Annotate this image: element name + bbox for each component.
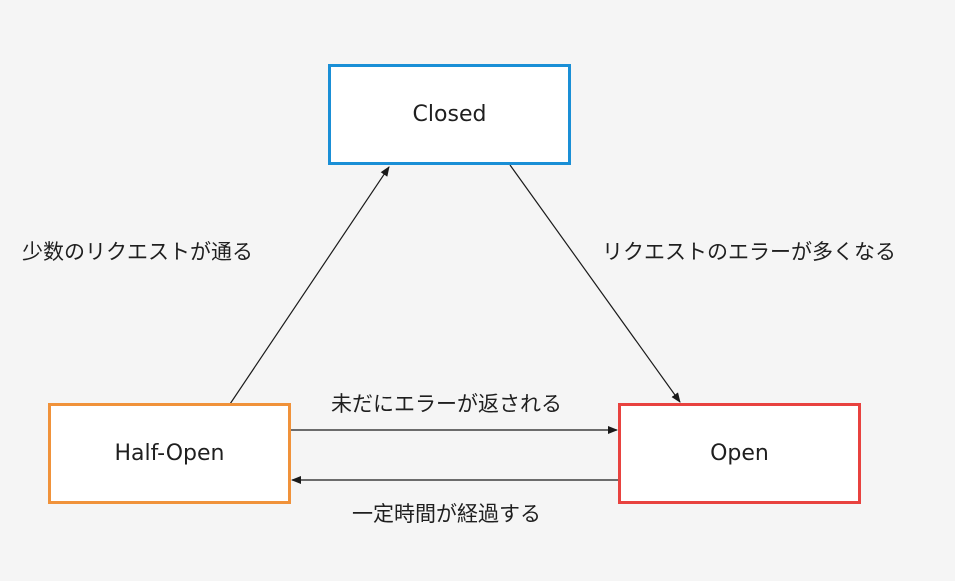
arrow-closed-to-open xyxy=(509,164,681,403)
transition-label-half-open-to-closed: 少数のリクエストが通る xyxy=(22,240,253,264)
state-closed-label: Closed xyxy=(412,102,487,127)
state-open-label: Open xyxy=(710,441,769,466)
state-open-box: Open xyxy=(618,403,861,504)
state-closed-box: Closed xyxy=(328,64,571,165)
state-half-open-box: Half-Open xyxy=(48,403,291,504)
arrow-halfopen-to-closed xyxy=(229,166,390,405)
state-half-open-label: Half-Open xyxy=(114,441,225,466)
transition-label-closed-to-open: リクエストのエラーが多くなる xyxy=(602,240,896,264)
transition-label-half-open-to-open: 未だにエラーが返される xyxy=(331,392,562,416)
transition-label-open-to-half-open: 一定時間が経過する xyxy=(352,502,541,526)
